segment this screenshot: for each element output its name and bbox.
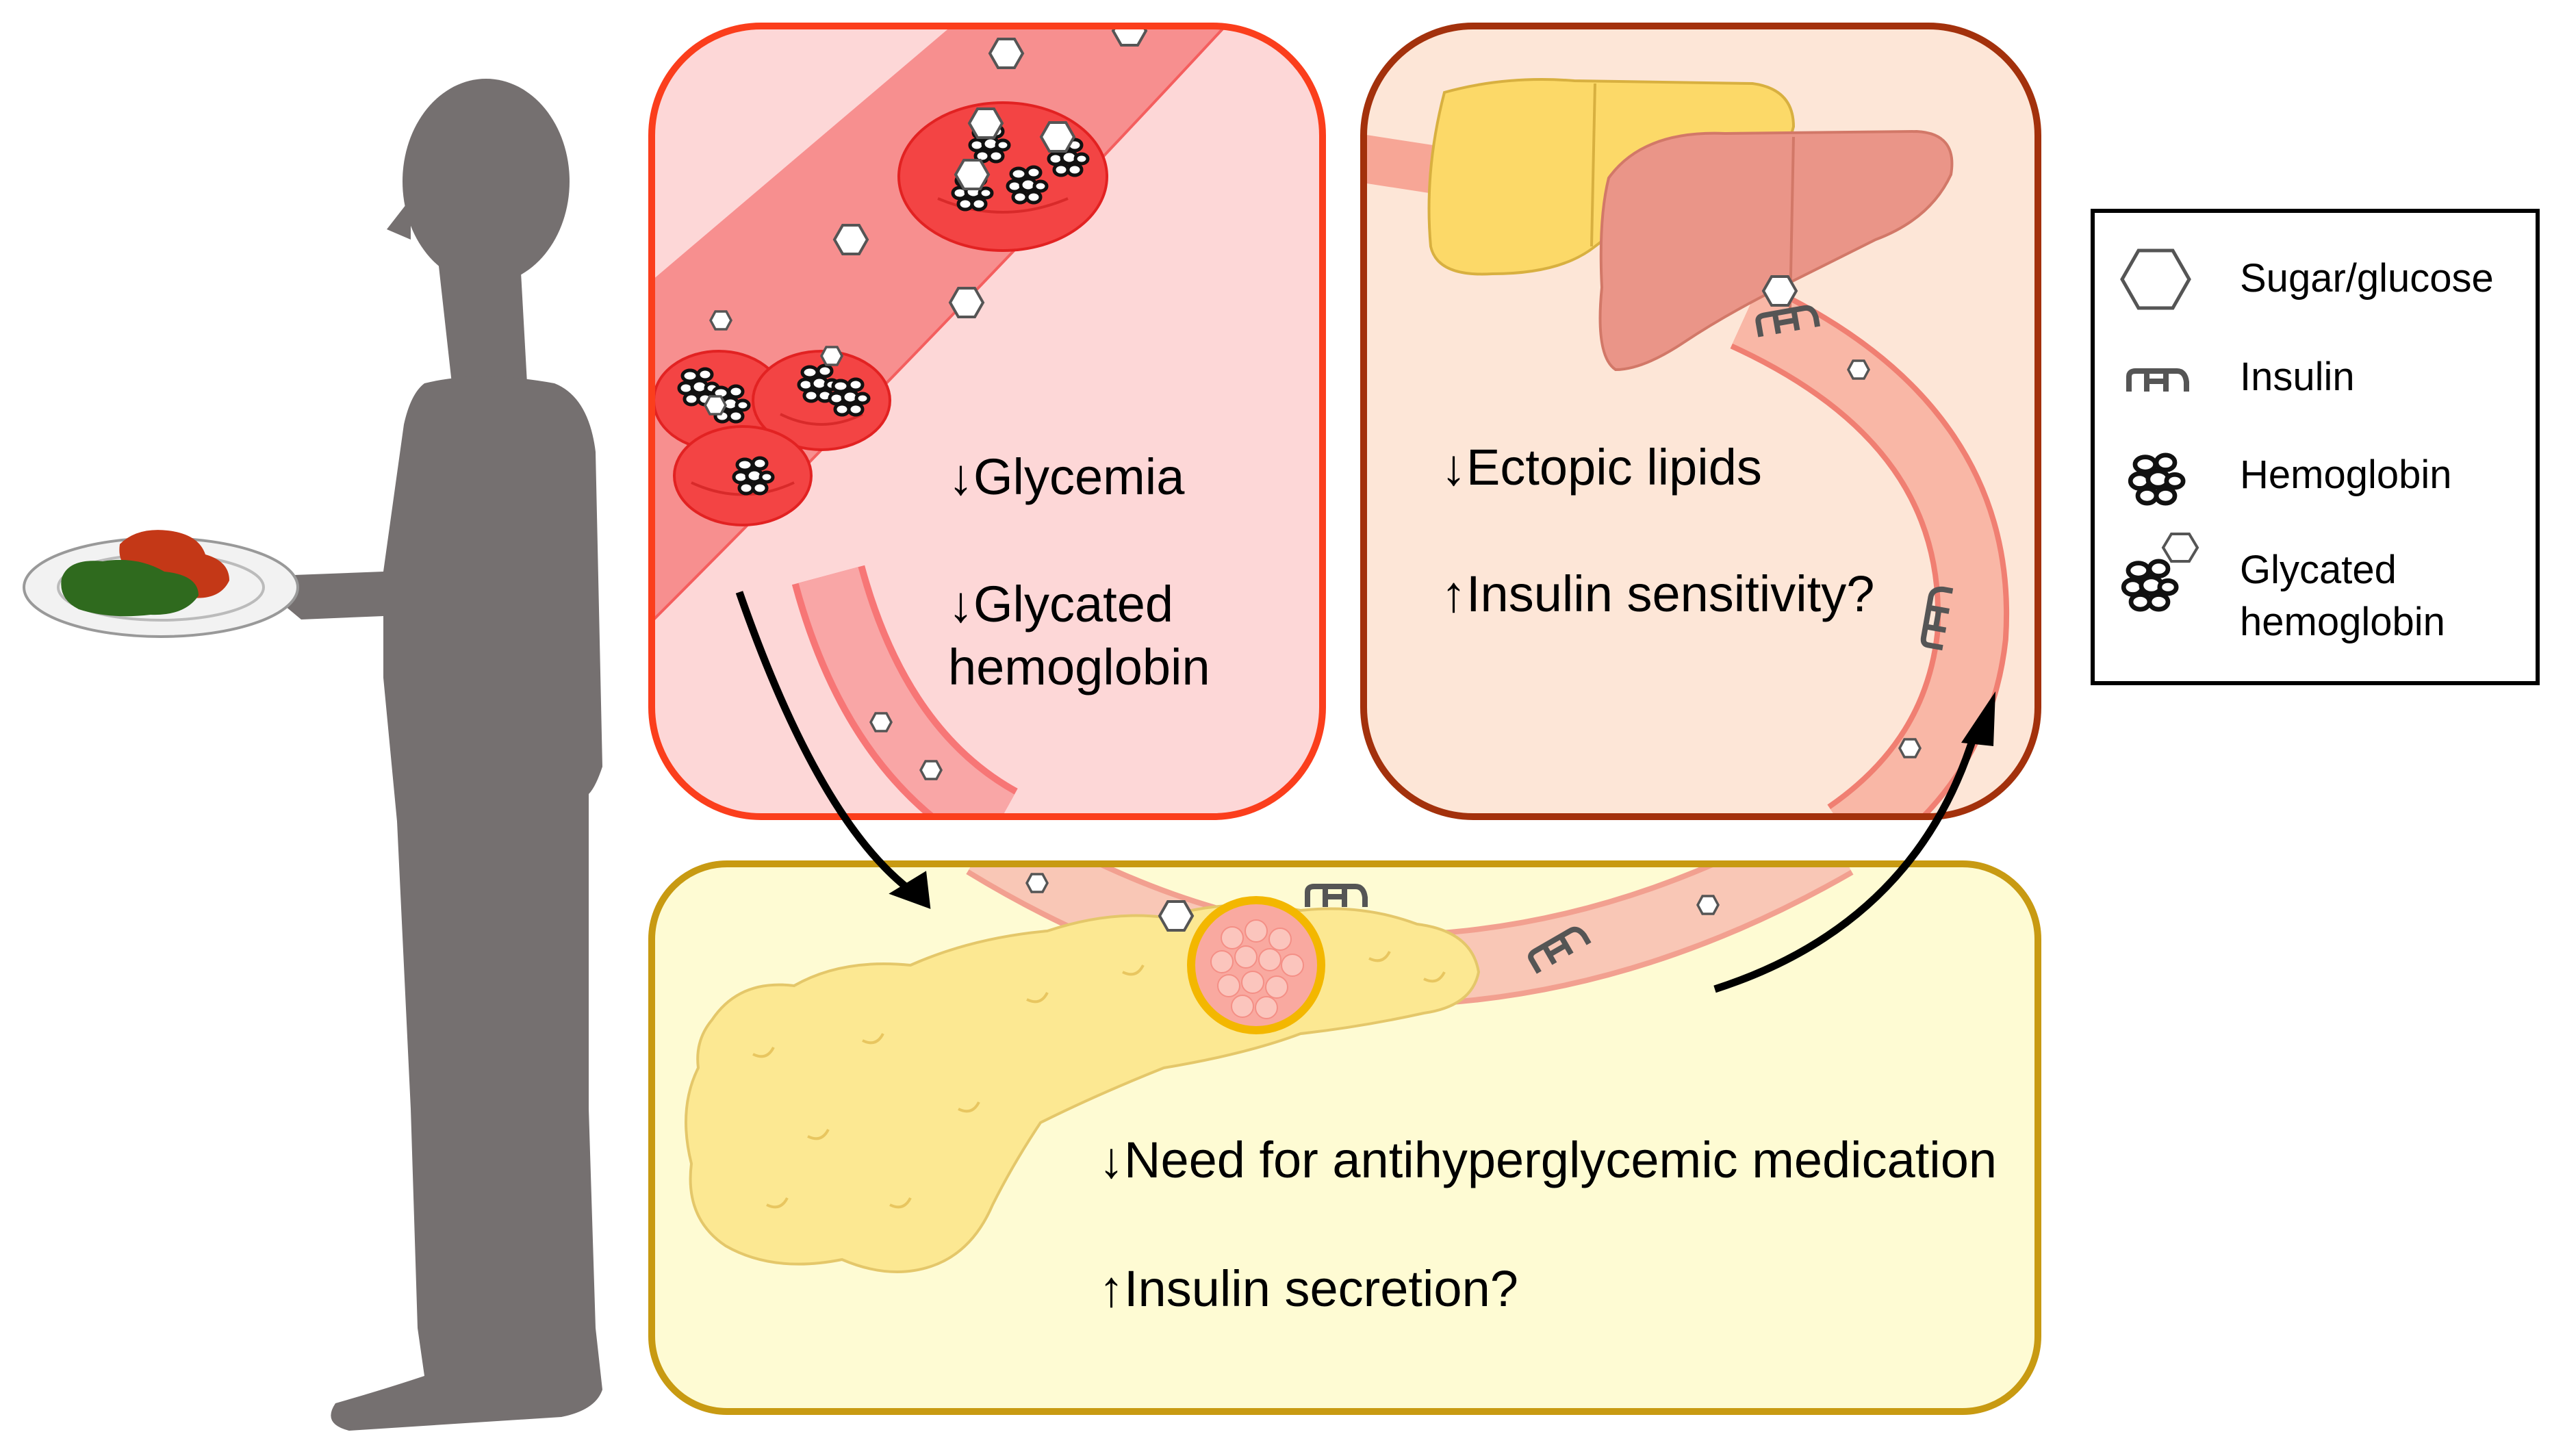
pancreas-panel: ↓Need for antihyperglycemic medication ↑… bbox=[648, 860, 2041, 1415]
hexagon-icon bbox=[2120, 248, 2191, 310]
legend-label-glycated-1: Glycated bbox=[2240, 548, 2397, 592]
hemoglobin-icon bbox=[2130, 455, 2183, 503]
legend: Sugar/glucose Insulin Hemoglobin Glycate… bbox=[2091, 209, 2540, 685]
liver-text-sensitivity: ↑Insulin sensitivity? bbox=[1441, 565, 1874, 622]
healthy-liver bbox=[1598, 129, 1954, 372]
arrow-pancreas-to-liver bbox=[1713, 731, 1979, 993]
person-silhouette bbox=[281, 79, 602, 1431]
arrow-blood-to-pancreas bbox=[735, 591, 920, 899]
glycated-hemoglobin-icon bbox=[2123, 533, 2199, 609]
legend-label-glycated-2: hemoglobin bbox=[2240, 600, 2445, 644]
legend-label-sugar: Sugar/glucose bbox=[2240, 256, 2494, 301]
blood-panel: ↓Glycemia ↓Glycated hemoglobin bbox=[648, 23, 1326, 820]
plate-with-food bbox=[23, 530, 299, 638]
pancreatic-islet bbox=[1187, 896, 1325, 1034]
pancreas-text-secretion: ↑Insulin secretion? bbox=[1099, 1260, 1518, 1317]
liver-panel: ↓Ectopic lipids ↑Insulin sensitivity? bbox=[1360, 23, 2041, 820]
blood-text-hemoglobin: hemoglobin bbox=[948, 639, 1210, 695]
legend-label-insulin: Insulin bbox=[2240, 355, 2355, 399]
blood-text-glycated: ↓Glycated bbox=[948, 576, 1173, 633]
blood-text-glycemia: ↓Glycemia bbox=[948, 448, 1185, 505]
liver-text-ectopic: ↓Ectopic lipids bbox=[1441, 439, 1762, 496]
pancreas-text-medication: ↓Need for antihyperglycemic medication bbox=[1099, 1132, 1997, 1188]
flow-arrows bbox=[735, 591, 1995, 993]
legend-label-hemoglobin: Hemoglobin bbox=[2240, 452, 2452, 497]
